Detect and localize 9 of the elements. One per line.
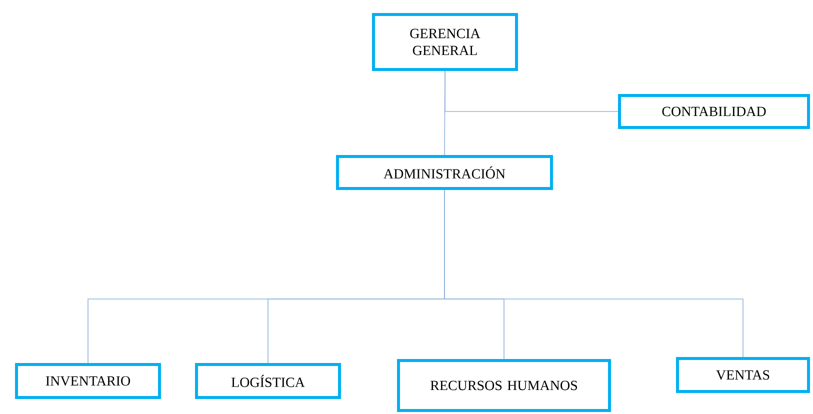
org-box: RECURSOS HUMANOS: [397, 359, 611, 412]
org-box: VENTAS: [676, 357, 810, 393]
connector-line: [444, 190, 744, 358]
org-box: GERENCIA GENERAL: [372, 13, 518, 71]
connector-line: [444, 70, 618, 112]
org-box: ADMINISTRACIÓN: [336, 155, 553, 190]
org-box: CONTABILIDAD: [618, 94, 810, 129]
org-box: INVENTARIO: [15, 363, 161, 399]
org-box: LOGÍSTICA: [195, 363, 341, 399]
